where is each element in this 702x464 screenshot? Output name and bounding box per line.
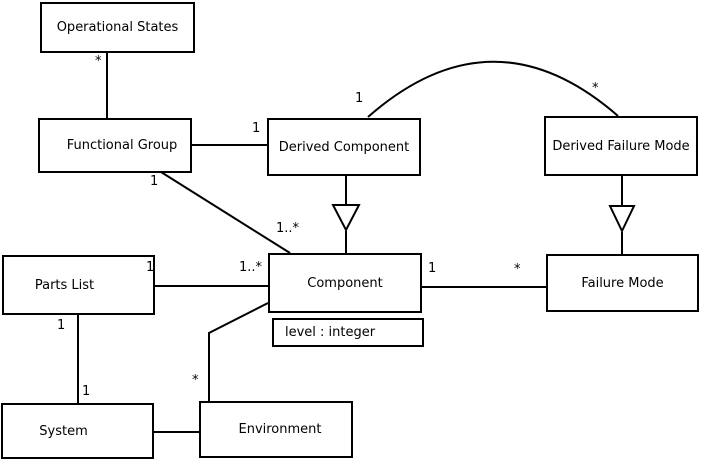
class-name-label: Functional Group <box>66 138 178 153</box>
association-derived-component-derived-failure-mode-arc <box>367 60 619 118</box>
multiplicity-label: 1 <box>252 121 261 136</box>
multiplicity-label: 1 <box>57 318 66 333</box>
class-failure-mode: Failure Mode <box>546 254 699 312</box>
attribute-label: level : integer <box>285 325 376 340</box>
multiplicity-label: 1 <box>355 91 364 106</box>
class-component-name-compartment: Component <box>268 253 422 313</box>
class-operational-states: Operational States <box>40 2 195 53</box>
class-component-attribute-compartment: level : integer <box>272 318 424 347</box>
multiplicity-label: 1 <box>146 260 155 275</box>
association-functional-group-component <box>160 171 291 254</box>
class-system: System <box>1 403 154 459</box>
class-name-label: Derived Component <box>278 139 410 155</box>
class-name-label: Derived Failure Mode <box>552 138 690 154</box>
class-name-label: Operational States <box>56 20 179 35</box>
multiplicity-label: * <box>592 81 599 96</box>
multiplicity-label: 1 <box>428 261 437 276</box>
multiplicity-label: * <box>514 262 521 277</box>
class-name-label: Environment <box>238 422 322 437</box>
generalization-triangle-icon <box>331 204 361 233</box>
generalization-triangle-icon <box>608 205 636 234</box>
class-derived-component: Derived Component <box>267 118 421 176</box>
multiplicity-label: * <box>95 54 102 69</box>
class-name-label: Component <box>307 275 383 291</box>
multiplicity-label: 1..* <box>276 221 300 236</box>
multiplicity-label: 1 <box>150 174 159 189</box>
multiplicity-label: 1..* <box>239 260 263 275</box>
class-name-label: Failure Mode <box>581 275 664 291</box>
association-component-environment <box>208 302 269 401</box>
class-functional-group: Functional Group <box>38 118 192 173</box>
class-derived-failure-mode: Derived Failure Mode <box>544 116 698 176</box>
multiplicity-label: 1 <box>82 384 91 399</box>
multiplicity-label: * <box>192 373 199 388</box>
class-name-label: System <box>39 423 88 439</box>
class-parts-list: Parts List <box>2 255 155 315</box>
class-name-label: Parts List <box>34 277 95 293</box>
class-environment: Environment <box>199 401 353 458</box>
